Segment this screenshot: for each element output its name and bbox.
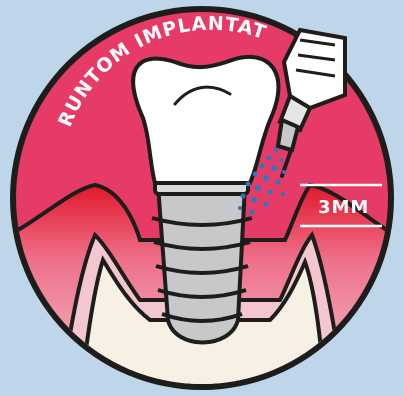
tooth-icon: [133, 57, 278, 183]
measurement-label: 3MM: [318, 197, 369, 218]
implant-screw-icon: [152, 180, 252, 343]
